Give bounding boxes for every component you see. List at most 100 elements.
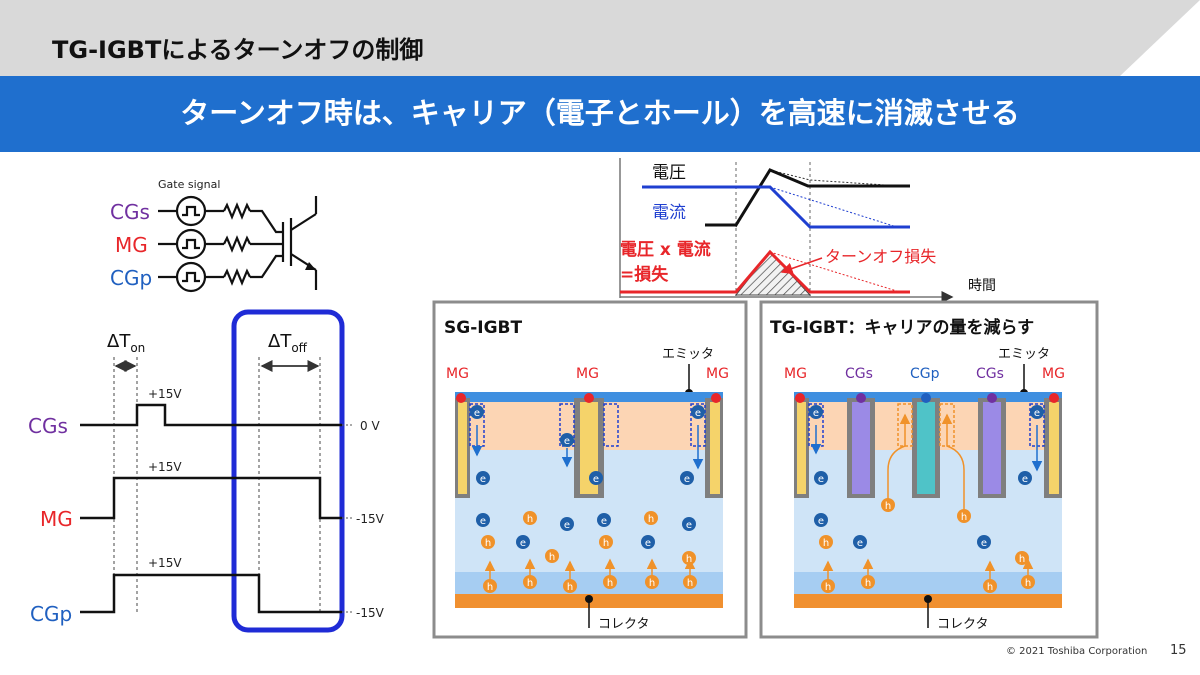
- tg-cgs2-label: CGs: [976, 366, 1004, 382]
- mg-waveform: [80, 476, 342, 520]
- svg-text:h: h: [687, 578, 693, 589]
- turnoff-loss-label: ターンオフ損失: [825, 247, 936, 266]
- svg-text:e: e: [593, 474, 599, 485]
- svg-text:e: e: [818, 474, 824, 485]
- svg-text:e: e: [813, 408, 819, 419]
- sg-mg3-label: MG: [706, 366, 729, 382]
- svg-text:h: h: [607, 578, 613, 589]
- sg-trenches: [455, 398, 723, 498]
- current-line: [642, 185, 910, 229]
- sg-collector-label: コレクタ: [598, 617, 649, 632]
- t-off-label: ΔToff: [268, 331, 308, 355]
- svg-text:h: h: [865, 578, 871, 589]
- svg-text:h: h: [527, 514, 533, 525]
- gate-signal-label: Gate signal: [158, 178, 220, 191]
- tg-cgp-label: CGp: [910, 366, 940, 382]
- turnoff-waveform: 電圧 電流 電圧 x 電流 =損失 ターンオフ損失 時間: [619, 158, 996, 303]
- sg-mg1-label: MG: [446, 366, 469, 382]
- svg-text:e: e: [564, 520, 570, 531]
- tg-mg1-label: MG: [784, 366, 807, 382]
- svg-text:h: h: [987, 582, 993, 593]
- mg-plus15-label: +15V: [148, 460, 182, 474]
- timing-mg-label: MG: [40, 507, 73, 531]
- sg-holes: h h h h h h h h h h h h: [481, 511, 697, 593]
- voltage-label: 電圧: [652, 163, 686, 183]
- svg-text:e: e: [684, 474, 690, 485]
- svg-text:e: e: [645, 538, 651, 549]
- timing-cgs-label: CGs: [28, 414, 68, 438]
- timing-diagram: ΔTon ΔToff CGs +15V 0 V MG +15V -15V CGp…: [28, 309, 385, 633]
- svg-text:e: e: [480, 474, 486, 485]
- svg-text:h: h: [823, 538, 829, 549]
- svg-text:e: e: [601, 516, 607, 527]
- zero-v-label: 0 V: [360, 419, 380, 433]
- sg-igbt-panel: SG-IGBT エミッタ コレクタ MG MG MG: [432, 300, 748, 639]
- svg-text:e: e: [981, 538, 987, 549]
- slide-subtitle: ターンオフ時は、キャリア（電子とホール）を高速に消滅させる: [180, 96, 1020, 130]
- loss-label-2: =損失: [620, 264, 669, 285]
- svg-text:e: e: [818, 516, 824, 527]
- svg-text:e: e: [564, 436, 570, 447]
- svg-text:h: h: [603, 538, 609, 549]
- svg-text:e: e: [857, 538, 863, 549]
- loss-label-1: 電圧 x 電流: [620, 239, 711, 260]
- svg-text:h: h: [825, 582, 831, 593]
- svg-text:e: e: [1034, 408, 1040, 419]
- subtitle-bar: ターンオフ時は、キャリア（電子とホール）を高速に消滅させる: [0, 76, 1200, 152]
- svg-text:h: h: [1025, 578, 1031, 589]
- sg-panel-title: SG-IGBT: [444, 318, 522, 338]
- current-label: 電流: [652, 203, 686, 223]
- sg-mg2-label: MG: [576, 366, 599, 382]
- svg-text:h: h: [527, 578, 533, 589]
- tg-cgs1-label: CGs: [845, 366, 873, 382]
- sg-emitter-label: エミッタ: [662, 347, 714, 362]
- loss-area: [734, 251, 812, 296]
- svg-text:h: h: [567, 582, 573, 593]
- cgp-minus15-label: -15V: [356, 606, 385, 620]
- sg-electrons: e e e e e e e e e e e e: [470, 405, 705, 549]
- cgp-plus15-label: +15V: [148, 556, 182, 570]
- tg-trenches: [794, 398, 1062, 498]
- svg-text:h: h: [648, 514, 654, 525]
- cgs-plus15-label: +15V: [148, 387, 182, 401]
- svg-text:h: h: [487, 582, 493, 593]
- slide-title: TG-IGBTによるターンオフの制御: [52, 36, 424, 64]
- svg-text:e: e: [686, 520, 692, 531]
- svg-text:h: h: [649, 578, 655, 589]
- tg-emitter-label: エミッタ: [998, 347, 1050, 362]
- tg-electrons: e e e e e e e: [809, 405, 1044, 549]
- mg-minus15-label: -15V: [356, 512, 385, 526]
- page-number: 15: [1170, 643, 1187, 658]
- circuit-cgp-label: CGp: [110, 266, 152, 290]
- circuit-mg-label: MG: [115, 233, 148, 257]
- svg-text:h: h: [686, 554, 692, 565]
- svg-text:h: h: [549, 552, 555, 563]
- tg-holes: h h h h h h h h: [819, 498, 1035, 593]
- toff-highlight-box: [231, 309, 345, 633]
- tg-mg2-label: MG: [1042, 366, 1065, 382]
- tg-collector-label: コレクタ: [937, 617, 988, 632]
- header-background: [0, 0, 1200, 76]
- svg-text:e: e: [695, 408, 701, 419]
- gate-circuit: Gate signal CGs MG CGp: [110, 178, 318, 293]
- footer-copyright: © 2021 Toshiba Corporation: [1006, 646, 1148, 657]
- voltage-line: [705, 168, 910, 227]
- loss-line: [620, 249, 910, 294]
- tg-panel-title: TG-IGBT：キャリアの量を減らす: [770, 317, 1034, 338]
- header-bar: [0, 0, 1200, 76]
- tg-igbt-panel: TG-IGBT：キャリアの量を減らす エミッタ コレクタ: [759, 300, 1099, 639]
- t-on-label: ΔTon: [107, 331, 145, 355]
- svg-text:h: h: [485, 538, 491, 549]
- cgp-waveform: [80, 573, 342, 614]
- cgs-waveform: [80, 403, 342, 427]
- svg-text:e: e: [480, 516, 486, 527]
- time-label: 時間: [968, 278, 996, 294]
- svg-text:e: e: [520, 538, 526, 549]
- circuit-cgs-label: CGs: [110, 200, 150, 224]
- timing-cgp-label: CGp: [30, 602, 72, 626]
- svg-text:h: h: [961, 512, 967, 523]
- svg-text:e: e: [474, 408, 480, 419]
- svg-text:h: h: [1019, 554, 1025, 565]
- svg-text:h: h: [885, 501, 891, 512]
